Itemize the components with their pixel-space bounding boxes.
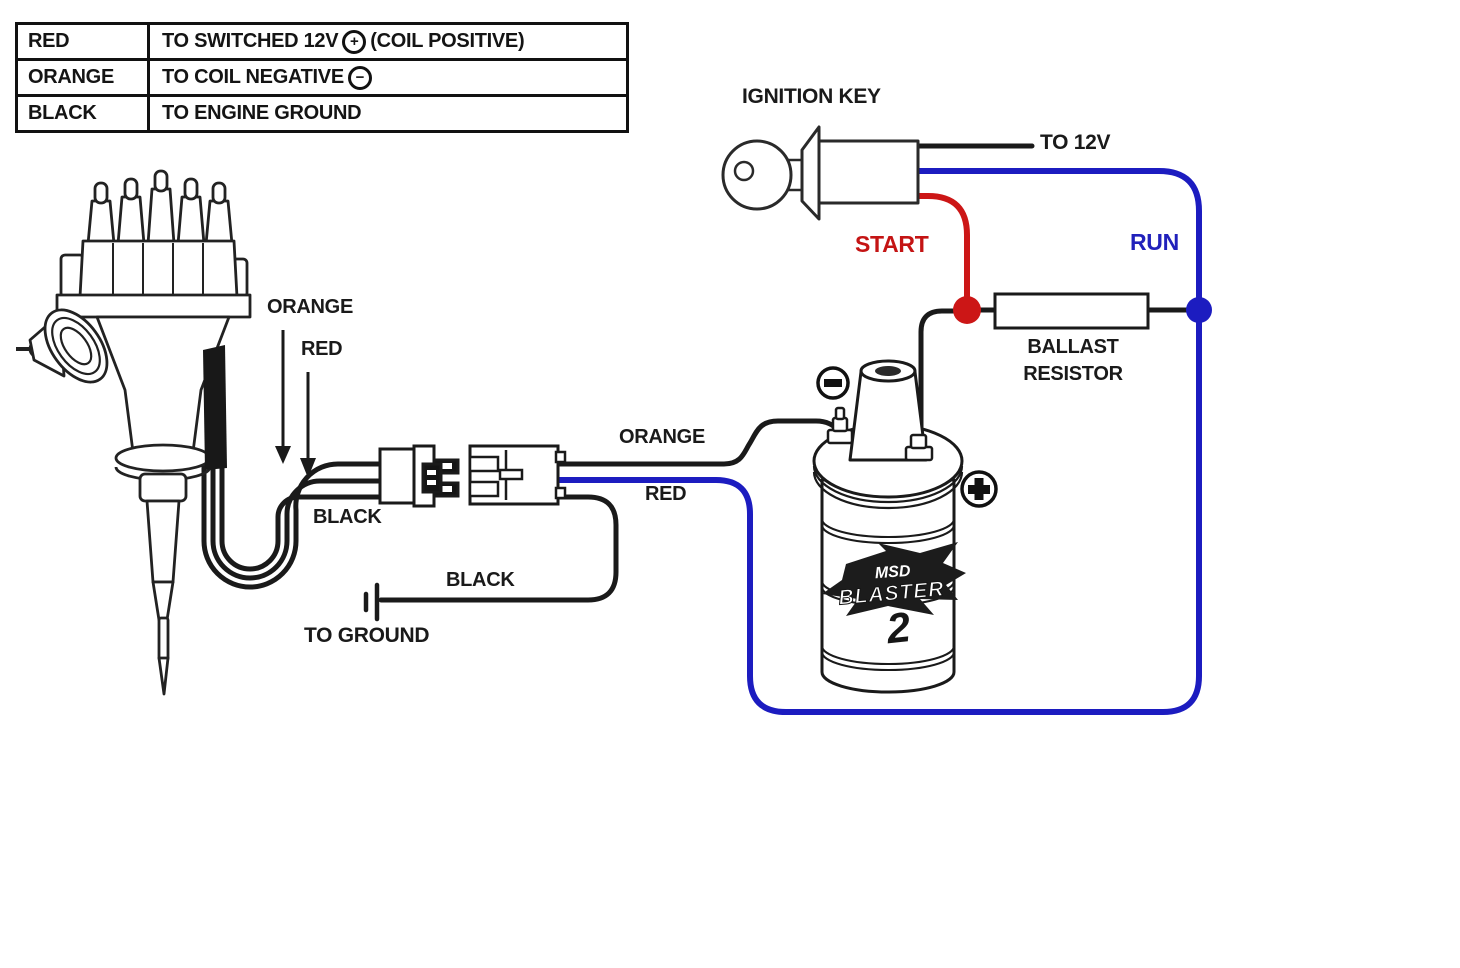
distributor-vacuum-advance [16,308,109,384]
harness-connector-female [468,444,567,506]
wire-distributor-red [210,459,385,581]
male-center-tongue [421,462,443,494]
coil-negative-symbol [816,366,850,400]
wire-start-red [918,193,970,300]
wire-distributor-black [219,459,385,572]
minus-circle-icon: − [347,65,372,90]
distributor-flange [114,443,212,473]
distributor-shaft [145,499,181,584]
female-slot-bottom [468,480,500,498]
ignition-switch [721,125,920,221]
key-head-hole [733,160,755,182]
black-distributor-label: BLACK [313,506,382,528]
start-junction-dot [953,296,981,324]
coil-tower-hole [875,366,901,376]
wire-run-bottom-loop [556,318,1202,715]
legend-desc-red: TO SWITCHED 12V + (COIL POSITIVE) [150,25,626,61]
legend-color-black: BLACK [18,97,150,130]
distributor-harness [203,345,227,470]
ignition-key-label: IGNITION KEY [742,85,881,108]
switch-bezel [800,125,821,221]
ballast-resistor [993,292,1150,330]
coil-terminal-positive [904,433,934,462]
legend-desc-orange: TO COIL NEGATIVE − [150,61,626,97]
to-12v-label: TO 12V [1040,131,1111,154]
wire-black-to-ground [378,494,619,603]
legend-color-orange: ORANGE [18,61,150,97]
coil-positive-symbol [960,470,998,508]
wire-distributor-orange [201,459,385,590]
start-label: START [855,231,929,257]
orange-arrow-head [275,446,291,464]
orange-coil-label: ORANGE [619,426,705,448]
run-label: RUN [1130,229,1179,255]
orange-distributor-label: ORANGE [267,296,353,318]
coil-logo-number: 2 [883,603,912,652]
red-arrow-head [300,458,316,478]
harness-connector-male [378,444,460,508]
coil-logo-brand: MSD [874,563,911,582]
ignition-coil: MSD BLASTER 2 [812,359,998,694]
run-junction-dot [1186,297,1212,323]
distributor-cap-towers [86,169,234,246]
legend-color-red: RED [18,25,150,61]
legend-desc-black: TO ENGINE GROUND [162,102,362,124]
ground-symbol [363,582,380,622]
distributor-collar [138,472,188,503]
distributor [16,169,252,696]
coil-logo-banner [822,542,966,616]
red-coil-label: RED [645,483,687,505]
label-arrows [275,330,316,478]
wire-junction-to-coil-positive [918,308,963,451]
distributor-shaft-tip [151,580,175,622]
legend-table: RED TO SWITCHED 12V + (COIL POSITIVE) OR… [15,22,629,133]
coil-terminal-negative [826,406,854,445]
wire-orange-to-coil [553,418,843,467]
black-wires [201,143,1193,603]
switch-cylinder [817,139,920,205]
black-ground-label: BLACK [446,569,515,591]
plus-circle-icon: + [342,29,367,54]
wire-run-top-segment [918,168,1202,300]
to-ground-label: TO GROUND [304,624,430,647]
ballast-resistor-label: BALLAST RESISTOR [1023,336,1123,385]
distributor-base-plate [55,293,252,319]
wire-run-blue [556,168,1202,715]
female-slot-top [468,455,500,473]
distributor-cap-body [78,239,239,299]
red-distributor-label: RED [301,338,343,360]
key-head [721,139,793,211]
